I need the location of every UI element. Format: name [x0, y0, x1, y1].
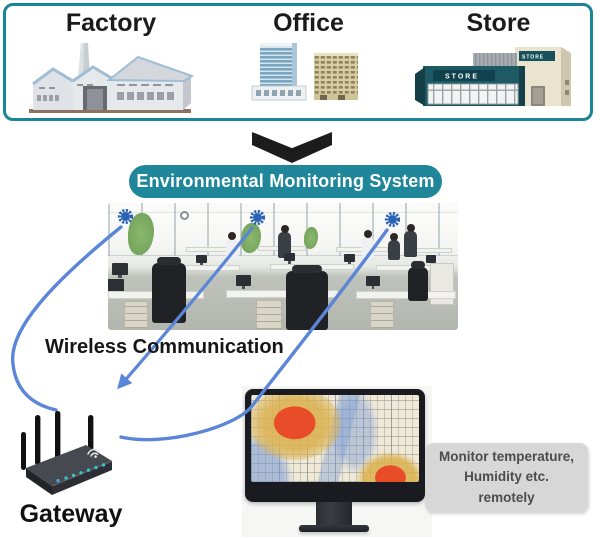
store-sign-text: STORE	[445, 73, 479, 80]
office-icon	[251, 42, 358, 100]
drawer-cabinet	[124, 301, 148, 329]
building-office: Office	[231, 9, 386, 104]
wireless-sensor-icon-3	[384, 211, 401, 228]
monitor-frame	[245, 389, 425, 502]
desktop-monitor	[426, 255, 436, 266]
building-store: Store STORE	[406, 9, 591, 110]
desktop-monitor	[112, 263, 128, 278]
down-arrow-icon	[252, 132, 332, 163]
factory-icon	[29, 42, 195, 113]
office-label: Office	[273, 9, 344, 37]
drawer-cabinet	[256, 300, 282, 330]
desk	[356, 291, 456, 299]
monitor-stand	[316, 502, 352, 528]
office-worker	[226, 232, 238, 259]
note-line-2: Humidity etc.	[464, 469, 549, 485]
monitoring-display	[242, 386, 432, 537]
office-chair	[152, 257, 186, 323]
office-chair	[286, 265, 328, 330]
note-line-1: Monitor temperature,	[438, 449, 574, 465]
office-worker	[362, 230, 374, 258]
wall-clock-icon	[180, 211, 189, 220]
wireless-sensor-icon-1	[117, 208, 134, 225]
store-tower-sign-text: STORE	[522, 54, 544, 60]
factory-label: Factory	[65, 9, 157, 37]
building-factory: Factory	[16, 9, 206, 116]
note-line-3: remotely	[478, 489, 535, 505]
drawer-cabinet	[370, 301, 394, 329]
desktop-monitor	[366, 276, 380, 289]
gateway-label: Gateway	[19, 500, 123, 528]
store-icon: STORE STORE	[414, 46, 571, 106]
desktop-monitor	[284, 253, 295, 264]
desktop-monitor	[344, 254, 355, 265]
office-worker	[388, 233, 400, 260]
wireless-sensor-icon-2	[249, 209, 266, 226]
buildings-panel: Factory	[3, 3, 593, 121]
wifi-logo-icon	[87, 448, 100, 457]
office-worker	[404, 224, 417, 257]
desktop-monitor	[196, 255, 207, 266]
system-banner-label: Environmental Monitoring System	[136, 171, 435, 191]
note-box: Monitor temperature, Humidity etc. remot…	[425, 443, 588, 512]
heatmap-screen	[251, 395, 419, 482]
office-photo	[108, 203, 458, 330]
gateway-router-icon	[14, 406, 120, 507]
arrow-sensor1-to-gateway	[10, 225, 123, 412]
monitor-base	[299, 525, 369, 532]
desk	[186, 247, 230, 252]
system-banner: Environmental Monitoring System	[129, 165, 442, 198]
wireless-communication-label: Wireless Communication	[45, 336, 284, 358]
store-label: Store	[466, 9, 531, 37]
office-chair	[408, 261, 428, 301]
desktop-monitor	[236, 275, 251, 289]
